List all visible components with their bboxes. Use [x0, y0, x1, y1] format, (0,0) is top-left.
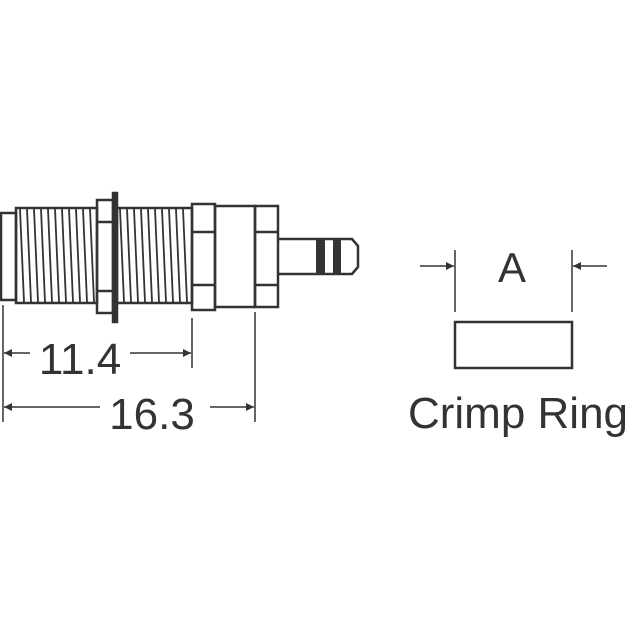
thread-line	[19, 208, 25, 303]
thread-line	[168, 208, 174, 303]
thread-line	[33, 208, 39, 303]
thread-line	[147, 208, 153, 303]
thread-line	[75, 208, 81, 303]
body	[213, 204, 257, 309]
thread-line	[68, 208, 74, 303]
thread-line	[133, 208, 139, 303]
connector-body	[0, 191, 360, 324]
crimp-ring-shape	[453, 320, 574, 370]
thread-line	[140, 208, 146, 303]
thread-line	[26, 208, 32, 303]
thread-line	[175, 208, 181, 303]
thread-line	[154, 208, 160, 303]
thread-line	[47, 208, 53, 303]
crimp-ring-label: Crimp Ring	[408, 389, 628, 438]
dim-overall-length: 16.3	[109, 390, 195, 439]
thread-line	[89, 208, 95, 303]
thread-line	[126, 208, 132, 303]
dimension-lines	[2, 250, 607, 422]
thread-line	[61, 208, 67, 303]
hex-nut-1	[190, 202, 217, 312]
dim-crimp-width: A	[498, 244, 526, 291]
front-cylinder	[0, 211, 18, 302]
thread-line	[82, 208, 88, 303]
thread-line	[119, 208, 125, 303]
thread-lines	[19, 208, 95, 303]
thread-line	[40, 208, 46, 303]
hex-nut-2	[253, 204, 280, 309]
thread-line	[54, 208, 60, 303]
thread-line	[182, 208, 188, 303]
dim-thread-length: 11.4	[39, 335, 121, 384]
thread-line	[161, 208, 167, 303]
panel-nut	[95, 198, 115, 315]
